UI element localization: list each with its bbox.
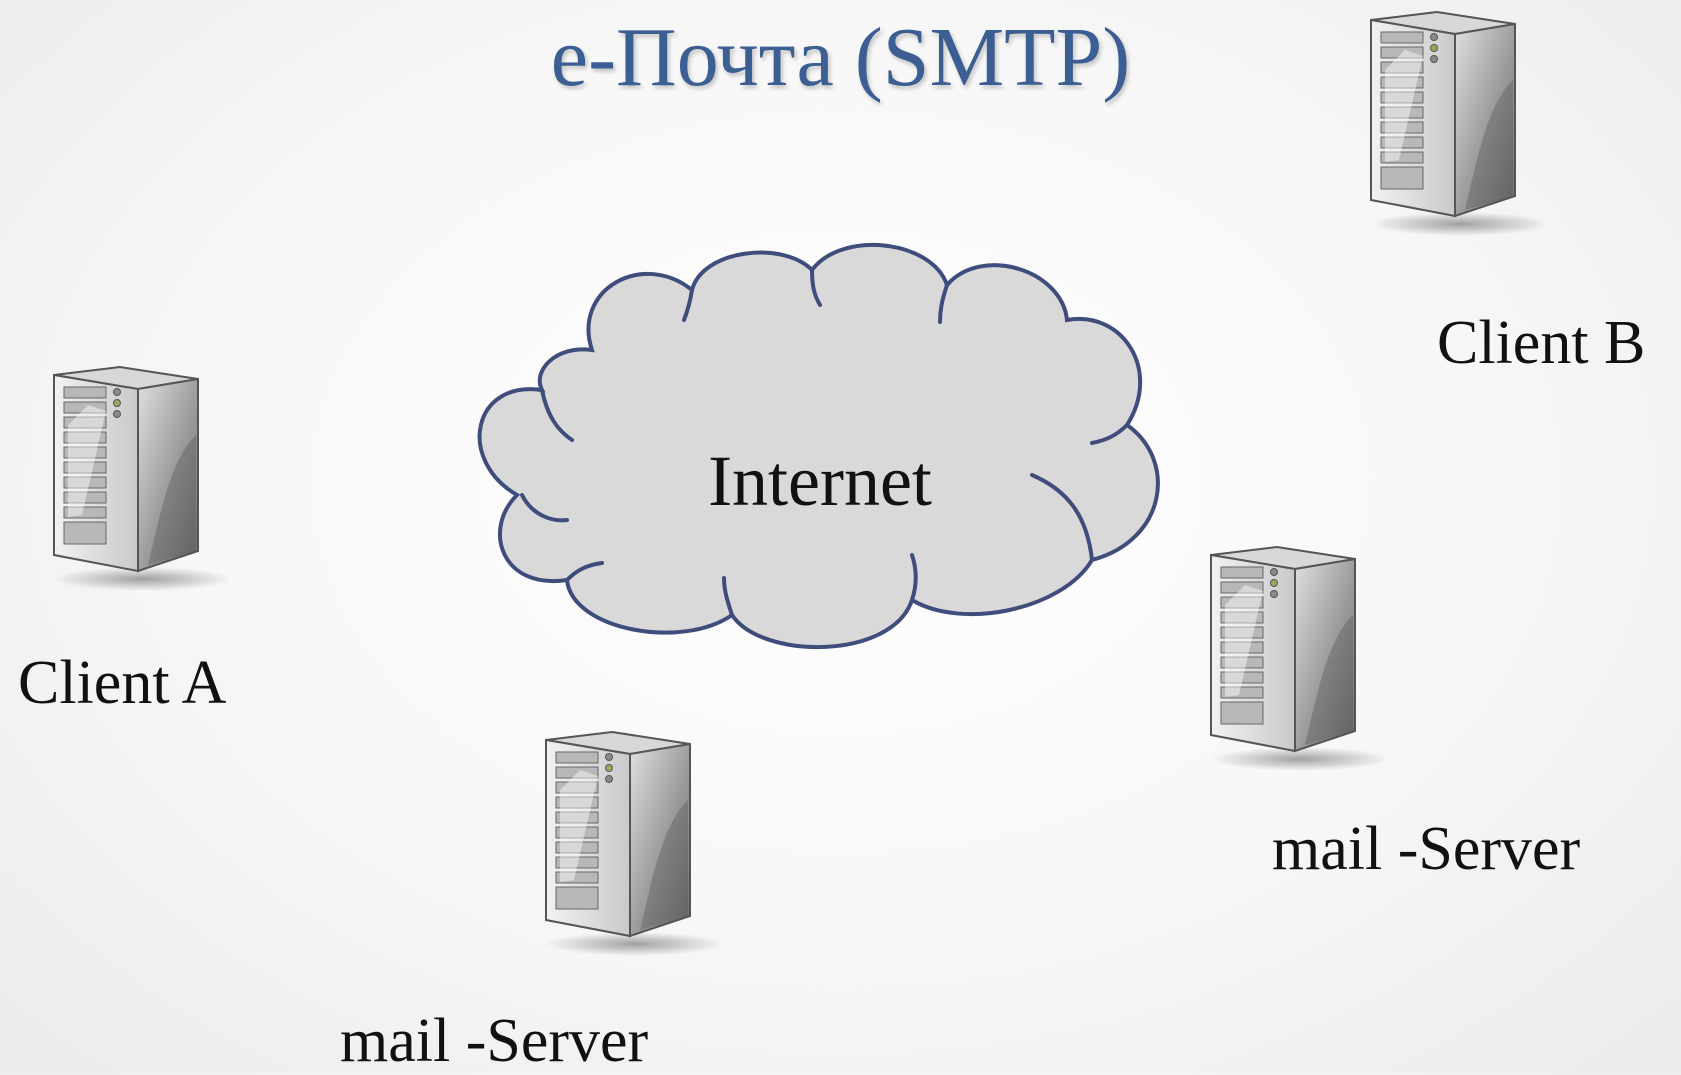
client-a-server-icon <box>48 365 228 595</box>
client-b-label: Client B <box>1437 309 1646 377</box>
client-b-server-icon <box>1365 10 1545 240</box>
mail-server-right-icon <box>1205 545 1385 775</box>
mail-server-right-label: mail -Server <box>1272 815 1581 883</box>
cloud-label: Internet <box>708 441 932 521</box>
client-a-label: Client A <box>18 649 227 717</box>
cloud-icon <box>477 242 1160 649</box>
page-title: e-Почта (SMTP) <box>550 11 1131 104</box>
mail-server-bottom-label: mail -Server <box>340 1007 649 1075</box>
mail-server-bottom-icon <box>540 730 720 960</box>
